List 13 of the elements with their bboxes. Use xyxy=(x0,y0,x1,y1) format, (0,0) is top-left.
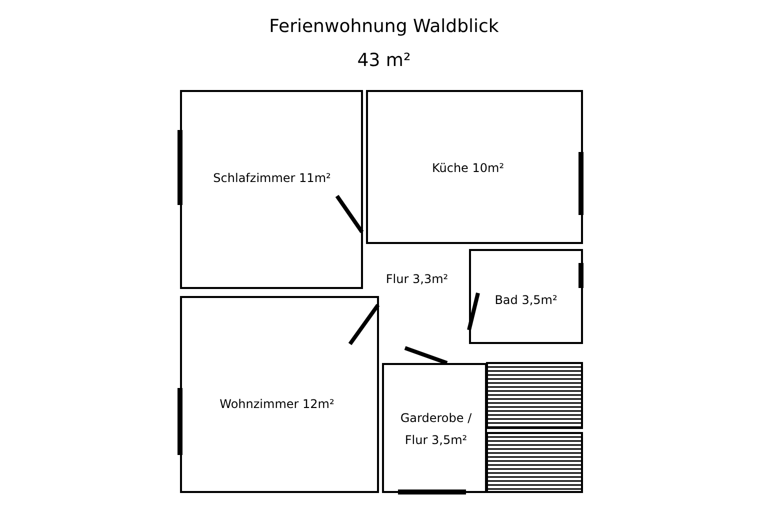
plan-title: Ferienwohnung Waldblick xyxy=(268,16,500,37)
room-outline xyxy=(366,90,583,244)
room-label: Bad 3,5m² xyxy=(494,292,558,309)
room-outline xyxy=(180,296,379,493)
room-outline xyxy=(180,90,363,289)
room-outline xyxy=(469,249,583,344)
room-label: Schlafzimmer 11m² xyxy=(212,170,332,187)
area-label: 43 m² xyxy=(356,50,412,71)
room-label: Flur 3,3m² xyxy=(384,271,450,288)
room-label: Garderobe / Flur 3,5m² xyxy=(399,410,473,449)
room-label: Wohnzimmer 12m² xyxy=(218,396,336,413)
room-label: Küche 10m² xyxy=(430,160,506,177)
room-outline xyxy=(382,363,487,493)
